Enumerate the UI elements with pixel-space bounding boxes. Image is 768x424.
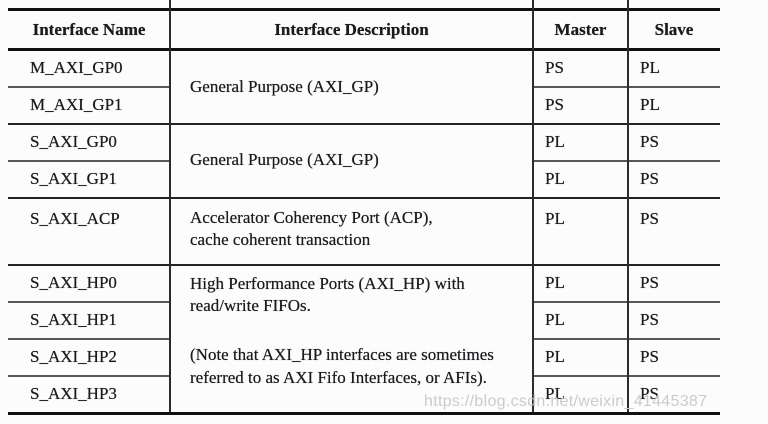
master-cell: PL — [533, 159, 628, 198]
interface-name-cell: S_AXI_HP2 — [8, 337, 170, 376]
description-cell-hp: High Performance Ports (AXI_HP) with rea… — [170, 263, 533, 415]
interface-name-cell: S_AXI_HP0 — [8, 263, 170, 302]
header-interface-name: Interface Name — [8, 8, 170, 51]
description-cell-gp-master: General Purpose (AXI_GP) — [190, 76, 379, 96]
slave-cell: PS — [628, 196, 720, 265]
interface-name-cell: S_AXI_HP1 — [8, 300, 170, 339]
master-cell: PL — [533, 196, 628, 265]
slave-cell: PL — [640, 58, 660, 78]
table-row: S_AXI_GP1 PL PS — [8, 159, 720, 198]
description-cell-acp: Accelerator Coherency Port (ACP), cache … — [170, 196, 533, 265]
interface-name-cell: M_AXI_GP1 — [8, 85, 170, 124]
header-row: Interface Name Interface Description Mas… — [8, 8, 720, 51]
interface-name-cell: S_AXI_GP0 — [8, 122, 170, 161]
master-cell: PS — [533, 85, 628, 124]
table-row: S_AXI_HP3 PL PS — [8, 374, 720, 415]
master-cell: PS — [545, 58, 564, 78]
table-row: M_AXI_GP0 General Purpose (AXI_GP) PS PL — [8, 50, 720, 95]
axi-interface-table: Interface Name Interface Description Mas… — [8, 8, 720, 415]
description-paragraph: (Note that AXI_HP interfaces are sometim… — [190, 345, 494, 387]
column-divider — [169, 0, 171, 412]
description-line: Accelerator Coherency Port (ACP), — [190, 207, 433, 227]
slave-cell: PS — [628, 122, 720, 161]
table-row: S_AXI_HP2 PL PS — [8, 337, 720, 376]
header-master: Master — [533, 8, 628, 51]
description-line: cache coherent transaction — [190, 229, 371, 249]
slave-cell: PS — [628, 374, 720, 415]
header-interface-description: Interface Description — [170, 8, 533, 51]
slave-cell: PS — [628, 300, 720, 339]
interface-name-cell: S_AXI_GP1 — [8, 159, 170, 198]
header-slave: Slave — [628, 8, 720, 51]
table-row: S_AXI_HP0 High Performance Ports (AXI_HP… — [8, 263, 720, 415]
interface-name-cell: M_AXI_GP0 — [30, 58, 123, 78]
master-cell: PL — [533, 337, 628, 376]
master-cell: PL — [533, 122, 628, 161]
slave-cell: PS — [628, 159, 720, 198]
table-row: M_AXI_GP1 PS PL — [8, 85, 720, 124]
interface-name-cell: S_AXI_HP3 — [8, 374, 170, 415]
slave-cell: PS — [628, 263, 720, 302]
master-cell: PL — [533, 263, 628, 302]
interface-name-cell: S_AXI_ACP — [8, 196, 170, 265]
table-row: S_AXI_HP1 PL PS — [8, 300, 720, 339]
table-row: S_AXI_GP0 General Purpose (AXI_GP) PL PS — [8, 122, 720, 198]
column-divider — [627, 0, 629, 412]
master-cell: PL — [533, 300, 628, 339]
slave-cell: PS — [628, 337, 720, 376]
table-row: S_AXI_ACP Accelerator Coherency Port (AC… — [8, 196, 720, 265]
slave-cell: PL — [628, 85, 720, 124]
column-divider — [532, 0, 534, 412]
description-paragraph: High Performance Ports (AXI_HP) with rea… — [190, 273, 465, 315]
master-cell: PL — [533, 374, 628, 415]
description-cell-gp-slave: General Purpose (AXI_GP) — [170, 122, 533, 198]
